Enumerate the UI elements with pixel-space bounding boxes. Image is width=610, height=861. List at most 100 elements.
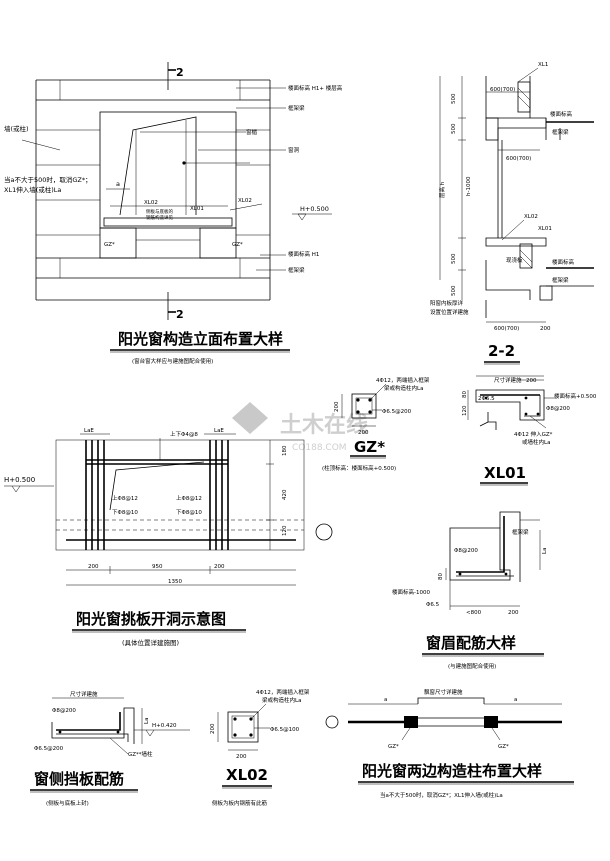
- slab-lae-right: LaE: [214, 428, 224, 434]
- side-board-drawing: 尺寸详建施 Φ8@200 H+0.420 Φ6.5@200 GZ**墙柱 La …: [30, 690, 190, 807]
- slab-up-left: 上Φ8@12: [112, 494, 138, 502]
- xl01-d120: 120: [462, 405, 468, 416]
- lintel-subtitle: (与建施图配合使用): [448, 662, 496, 670]
- columns-span: 飘窗尺寸详建施: [424, 688, 463, 696]
- gz-main-2: 梁或构造柱内La: [384, 384, 423, 392]
- slab-subtitle: (具体位置详建施图): [122, 638, 179, 647]
- side-bar: Φ6.5@200: [34, 746, 64, 752]
- s22-b200: 200: [540, 326, 551, 332]
- elev-side-note-2: 钢筋构造详见: [146, 214, 173, 221]
- slab-up-right: 上Φ8@12: [176, 494, 202, 502]
- s22-frame-beam: 框架梁: [552, 128, 569, 136]
- watermark-brand: 土木在线: [280, 412, 368, 438]
- lintel-la: La: [542, 548, 548, 554]
- s22-title: 2-2: [488, 342, 515, 360]
- slab-d1350: 1350: [168, 579, 182, 585]
- elev-window-sash: 窗洞: [288, 146, 300, 154]
- s22-xl02: XL02: [524, 214, 538, 220]
- s22-seal: 现浇板: [506, 256, 523, 264]
- slab-title: 阳光窗挑板开洞示意图: [76, 610, 226, 628]
- xl01-d80: 80: [462, 391, 468, 398]
- elev-h-mark: H+0.500: [300, 205, 329, 213]
- lintel-floor: 楼面标高-1000: [392, 588, 430, 596]
- elev-frame-beam-top: 框架梁: [288, 104, 305, 112]
- xl01-d200: 200: [526, 378, 537, 384]
- lintel-d200: 200: [508, 610, 519, 616]
- xl02-stir: Φ6.5@100: [270, 727, 300, 733]
- xl02-title: XL02: [226, 766, 268, 784]
- slab-down-right: 下Φ8@10: [176, 509, 202, 516]
- slab-d950: 950: [152, 564, 163, 570]
- elev-note-1: 当a不大于500时，取消GZ*；: [4, 175, 92, 184]
- columns-gz-right: GZ*: [498, 744, 509, 750]
- gz-d200b: 200: [358, 430, 369, 436]
- slab-lae-left: LaE: [84, 428, 94, 434]
- elev-frame-beam-bottom: 框架梁: [288, 266, 305, 274]
- gz-title: GZ*: [354, 438, 385, 456]
- elev-floor-top: 楼面标高 H1+ 楼层高: [288, 84, 343, 92]
- lintel-d800: <800: [466, 610, 482, 616]
- lintel-bar: Φ6.5: [426, 602, 440, 608]
- s22-frame-beam2: 框架梁: [552, 276, 569, 284]
- slab-d420: 420: [282, 489, 288, 500]
- slab-d200-left: 200: [88, 564, 99, 570]
- xl01-drawing: 尺寸详建施 200 2Φ6.5 楼面标高+0.500 Φ8@200 4Φ12 伸…: [462, 375, 597, 486]
- elev-gz-left: GZ*: [104, 242, 115, 248]
- s22-storey: 层高 h: [438, 181, 446, 198]
- elev-label-wall: 墙(或柱): [4, 124, 29, 133]
- slab-opening-drawing: H+0.500 LaE LaE 上下Φ4@8 上Φ8@12 下Φ8@10 上Φ8…: [4, 428, 333, 647]
- lintel-beam: 框架梁: [512, 528, 529, 536]
- slab-down-left: 下Φ8@10: [112, 509, 138, 516]
- s22-xl01: XL01: [538, 226, 552, 232]
- xl01-bottom: 4Φ12 伸入GZ*: [514, 430, 553, 438]
- slab-top-bar: 上下Φ4@8: [170, 430, 198, 438]
- s22-note-2: 设置位置详建施: [430, 308, 469, 316]
- s22-d500c: 500: [451, 253, 457, 264]
- elev-title: 阳光窗构造立面布置大样: [118, 330, 283, 348]
- xl01-title: XL01: [484, 464, 526, 482]
- lintel-drawing: 框架梁 Φ8@200 La 80 楼面标高-1000 Φ6.5 <800 200…: [392, 511, 548, 670]
- columns-a-left: a: [384, 697, 387, 703]
- elev-label-a: a: [116, 180, 120, 188]
- s22-b600: 600(700): [494, 326, 519, 332]
- columns-a-right: a: [514, 697, 517, 703]
- watermark-url: CO188.COM: [292, 443, 347, 453]
- side-span: 尺寸详建施: [70, 690, 98, 698]
- lintel-title: 窗眉配筋大样: [426, 634, 516, 652]
- gz-subtitle: (柱顶标高：楼面标高+0.500): [322, 464, 396, 472]
- slab-elev: H+0.500: [4, 476, 35, 484]
- elev-xl02-right: XL02: [238, 198, 252, 204]
- columns-gz-left: GZ*: [388, 744, 399, 750]
- side-gz: GZ**墙柱: [128, 750, 153, 758]
- watermark: 土木在线 CO188.COM: [232, 402, 368, 453]
- elev-xl01: XL01: [190, 206, 204, 212]
- watermark-logo-icon: [232, 402, 268, 434]
- xl02-subtitle: 侧板为板内钢筋有此筋: [212, 799, 268, 807]
- gz-stir: Φ6.5@200: [382, 409, 412, 415]
- lintel-stir: Φ8@200: [454, 548, 478, 554]
- xl02-d200b: 200: [236, 754, 247, 760]
- elevation-drawing: 2 2 墙(或柱) 当a不大于500时，取消GZ*； XL1伸入墙(或柱)La …: [4, 62, 343, 365]
- slab-d180: 180: [282, 445, 288, 456]
- section-2-2-drawing: XL1 600(700) 楼面标高 框架梁 600(700) 层高 h h-10…: [430, 62, 594, 365]
- elev-note-2: XL1伸入墙(或柱)La: [4, 185, 61, 194]
- s22-xl1: XL1: [538, 62, 548, 68]
- elev-window-lintel: 窗楣: [246, 128, 258, 136]
- xl02-main: 4Φ12，两端插入框架: [256, 688, 310, 696]
- elev-side-note: 侧板与底板的: [146, 208, 173, 215]
- elev-floor-bottom: 楼面标高 H1: [288, 250, 319, 258]
- section-mark-bottom: 2: [176, 308, 184, 321]
- side-la: La: [144, 718, 150, 724]
- gz-d200a: 200: [334, 401, 340, 412]
- s22-floor-elev: 楼面标高: [550, 110, 573, 118]
- section-mark-top: 2: [176, 66, 184, 79]
- s22-floor-elev2: 楼面标高: [552, 258, 575, 266]
- gz-section-drawing: 4Φ12，两端插入框架 梁或构造柱内La Φ6.5@200 200 200 GZ…: [322, 376, 430, 472]
- xl01-bottom-2: 或墙柱内La: [522, 438, 550, 446]
- s22-note-1: 阳窗内板厚详: [430, 299, 464, 307]
- columns-drawing: 飘窗尺寸详建施 a a GZ* GZ* 阳光窗两边构造柱布置大样 当a不大于50…: [325, 688, 574, 799]
- gz-main: 4Φ12，两端插入框架: [376, 376, 430, 384]
- s22-h1000: h-1000: [466, 176, 472, 196]
- s22-w600b: 600(700): [506, 156, 531, 162]
